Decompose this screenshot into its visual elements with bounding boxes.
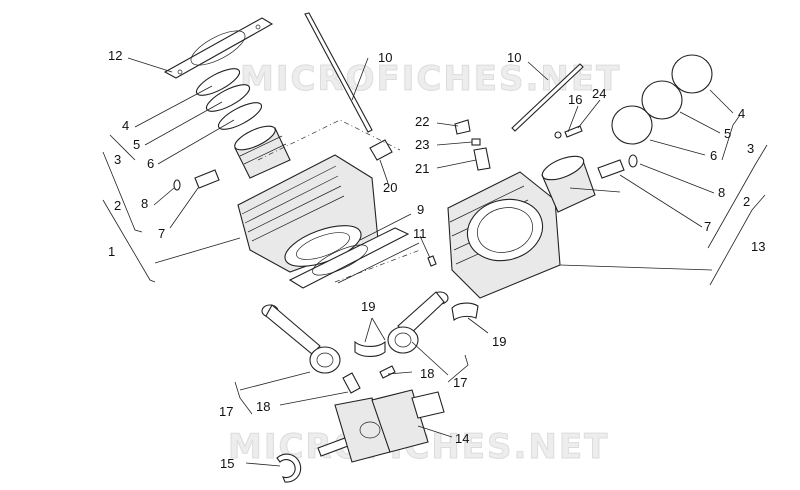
- cap-22: [454, 119, 471, 135]
- pin-clip-right: [628, 154, 638, 168]
- piston-left: [234, 125, 291, 179]
- callout-7-right: 7: [704, 219, 711, 234]
- stud-bolt-left: [304, 12, 373, 133]
- circlip-15: [276, 453, 302, 483]
- washer-16: [554, 131, 562, 139]
- callout-16: 16: [568, 92, 582, 107]
- callout-19-left: 19: [361, 299, 375, 314]
- stud-bolt-right: [511, 63, 584, 132]
- callout-5-left: 5: [133, 137, 140, 152]
- stud-11: [427, 255, 437, 267]
- callout-24: 24: [592, 86, 606, 101]
- pin-clip-left: [173, 179, 181, 191]
- callout-9: 9: [417, 202, 424, 217]
- piston-right: [541, 155, 596, 213]
- dowel-20: [369, 139, 393, 161]
- head-gasket-left: [163, 17, 274, 79]
- callout-10-right: 10: [507, 50, 521, 65]
- callout-3-right: 3: [747, 141, 754, 156]
- piston-ring-5-right: [641, 80, 683, 120]
- callout-20: 20: [383, 180, 397, 195]
- callout-22: 22: [415, 114, 429, 129]
- callout-12: 12: [108, 48, 122, 63]
- callout-4-left: 4: [122, 118, 129, 133]
- callout-2-left: 2: [114, 198, 121, 213]
- callout-18-right: 18: [420, 366, 434, 381]
- connecting-rod-right: [387, 291, 449, 354]
- callout-23: 23: [415, 137, 429, 152]
- bearing-shell-19-right: [451, 302, 479, 321]
- callout-4-right: 4: [738, 106, 745, 121]
- callout-15: 15: [220, 456, 234, 471]
- callout-19-right: 19: [492, 334, 506, 349]
- callout-2-right: 2: [743, 194, 750, 209]
- callout-8-right: 8: [718, 185, 725, 200]
- callout-1: 1: [108, 244, 115, 259]
- piston-ring-4-right: [671, 54, 713, 94]
- connecting-rod-left: [261, 304, 341, 374]
- seal-23: [471, 138, 481, 146]
- watermark-top: MICROFICHES.NET: [240, 59, 621, 99]
- piston-ring-6-right: [611, 105, 653, 145]
- callout-3-left: 3: [114, 152, 121, 167]
- callout-17-right: 17: [453, 375, 467, 390]
- callout-11: 11: [413, 226, 427, 241]
- callout-7-left: 7: [158, 226, 165, 241]
- callout-labels: 12 4 5 6 3 8 2 7 1 10 9 20 11 22 23 21 1…: [108, 48, 765, 471]
- callout-14: 14: [455, 431, 469, 446]
- leader-lines: [102, 57, 768, 467]
- callout-5-right: 5: [724, 126, 731, 141]
- callout-10-left: 10: [378, 50, 392, 65]
- crankshaft: [317, 389, 445, 463]
- callout-13: 13: [751, 239, 765, 254]
- rod-bolt-18-left: [342, 372, 361, 394]
- rod-bolt-18-right: [379, 365, 396, 379]
- cylinder-right: [447, 171, 561, 299]
- callout-21: 21: [415, 161, 429, 176]
- callout-17-left: 17: [219, 404, 233, 419]
- callout-18-left: 18: [256, 399, 270, 414]
- piston-pin-right: [597, 159, 625, 179]
- callout-8-left: 8: [141, 196, 148, 211]
- bearing-shell-19-left: [354, 340, 386, 357]
- piston-pin-left: [194, 169, 220, 189]
- bolt-24: [564, 125, 583, 138]
- tube-21: [473, 147, 491, 171]
- callout-6-left: 6: [147, 156, 154, 171]
- callout-6-right: 6: [710, 148, 717, 163]
- base-gasket-left: [288, 227, 410, 289]
